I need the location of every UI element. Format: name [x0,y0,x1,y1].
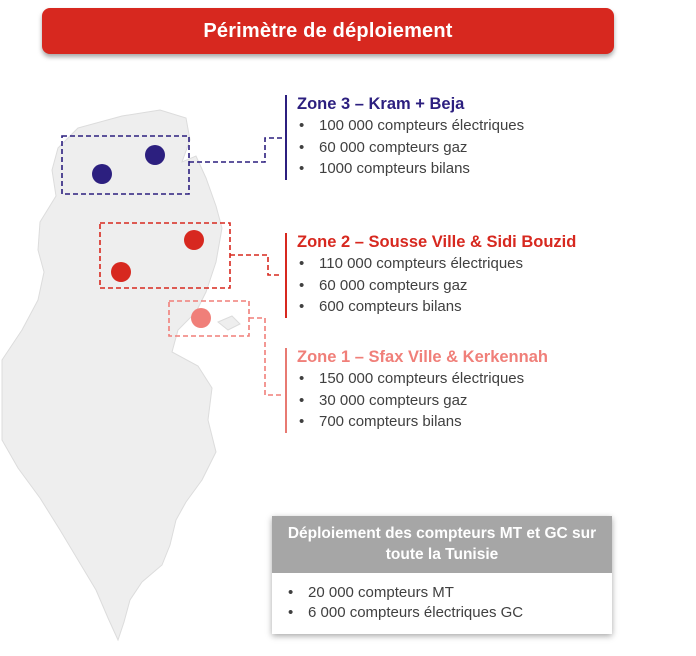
list-item: 60 000 compteurs gaz [297,275,576,297]
mt-gc-header: Déploiement des compteurs MT et GC sur t… [272,516,612,573]
list-item: 700 compteurs bilans [297,411,548,433]
list-item: 20 000 compteurs MT [286,583,612,603]
list-item: 1000 compteurs bilans [297,158,524,180]
title-banner: Périmètre de déploiement [42,8,614,54]
tunisia-outline [1,109,223,642]
zone3-list: 100 000 compteurs électriques 60 000 com… [297,115,524,180]
zone2-title: Zone 2 – Sousse Ville & Sidi Bouzid [297,233,577,251]
list-item: 6 000 compteurs électriques GC [286,603,612,623]
page-title: Périmètre de déploiement [203,19,453,42]
list-item: 30 000 compteurs gaz [297,390,548,412]
zone2-marker-sidi-bouzid [111,262,131,282]
mt-gc-box: Déploiement des compteurs MT et GC sur t… [272,516,612,634]
list-item: 100 000 compteurs électriques [297,115,524,137]
zone2-marker-sousse [184,230,204,250]
list-item: 60 000 compteurs gaz [297,137,524,159]
zone2-list: 110 000 compteurs électriques 60 000 com… [297,253,576,318]
zone2-connector [230,254,282,276]
zone2-block: Zone 2 – Sousse Ville & Sidi Bouzid 110 … [285,233,576,318]
zone1-marker-sfax [191,308,211,328]
list-item: 110 000 compteurs électriques [297,253,576,275]
zone3-title: Zone 3 – Kram + Beja [297,95,465,113]
list-item: 150 000 compteurs électriques [297,368,548,390]
zone1-list: 150 000 compteurs électriques 30 000 com… [297,368,548,433]
zone3-marker-kram [145,145,165,165]
zone1-block: Zone 1 – Sfax Ville & Kerkennah 150 000 … [285,348,548,433]
zone3-dashed-box [61,135,190,195]
zone3-block: Zone 3 – Kram + Beja 100 000 compteurs é… [285,95,524,180]
zone1-title: Zone 1 – Sfax Ville & Kerkennah [297,348,548,366]
zone1-connector [249,317,282,396]
zone3-connector [189,137,282,163]
mt-gc-list: 20 000 compteurs MT 6 000 compteurs élec… [272,573,612,623]
zone3-marker-beja [92,164,112,184]
list-item: 600 compteurs bilans [297,296,576,318]
